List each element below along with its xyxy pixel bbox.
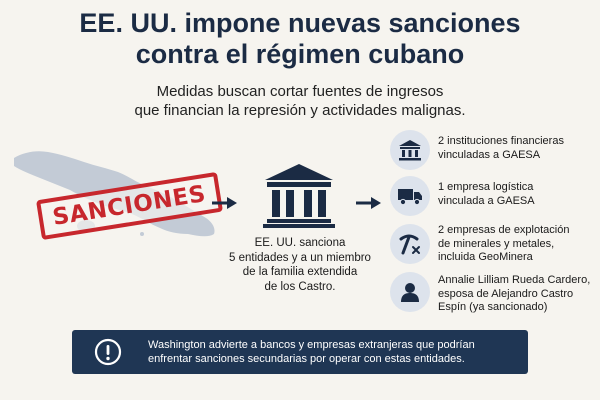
subtitle-line-1: Medidas buscan cortar fuentes de ingreso… [156,83,444,100]
item-icon-circle [390,224,430,264]
list-item: 2 instituciones financieras vinculadas a… [390,130,595,174]
item-icon-circle [390,176,430,216]
pickaxe-icon [399,234,420,255]
item-text: 1 empresa logística vinculada a GAESA [438,181,535,207]
item-text: 2 empresas de explotación de minerales y… [438,224,570,263]
item-icon-circle [390,130,430,170]
page-subtitle: Medidas buscan cortar fuentes de ingreso… [0,82,600,120]
item-text: 2 instituciones financieras vinculadas a… [438,135,564,161]
bank-icon [399,140,421,161]
item-icon-circle [390,272,430,312]
person-icon [401,283,419,302]
alert-icon [94,338,122,366]
banner-text: Washington advierte a bancos y empresas … [148,339,475,365]
title-line-2: contra el régimen cubano [135,39,465,69]
warning-banner: Washington advierte a bancos y empresas … [72,330,528,374]
item-text: Annalie Lilliam Rueda Cardero, esposa de… [438,274,591,313]
bank-icon [263,164,335,228]
arrow-right-icon [356,197,381,209]
list-item: 2 empresas de explotación de minerales y… [390,224,595,268]
truck-icon [398,189,422,205]
title-line-1: EE. UU. impone nuevas sanciones [79,8,521,38]
center-description: EE. UU. sanciona 5 entidades y a un miem… [229,237,371,293]
arrow-right-icon [212,197,237,209]
list-item: 1 empresa logística vinculada a GAESA [390,176,595,220]
list-item: Annalie Lilliam Rueda Cardero, esposa de… [390,272,595,316]
page-title: EE. UU. impone nuevas sanciones contra e… [0,8,600,70]
subtitle-line-2: que financian la represión y actividades… [134,102,466,119]
